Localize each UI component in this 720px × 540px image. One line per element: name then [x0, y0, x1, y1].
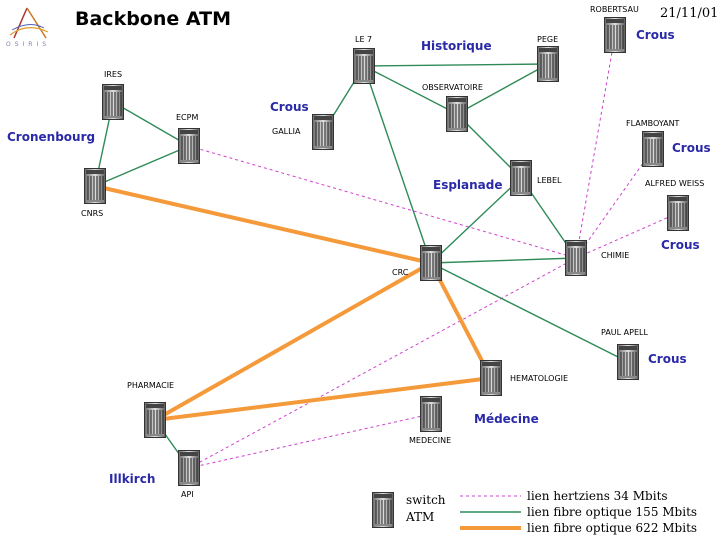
label-api: API — [181, 490, 194, 499]
legend-fibre155-label: lien fibre optique 155 Mbits — [527, 505, 698, 519]
link-le7-pege — [363, 63, 549, 67]
link-crc-pharmacie — [154, 261, 432, 422]
legend-switch-icon — [372, 492, 394, 528]
link-pharmacie-hematologie — [154, 376, 492, 422]
label-ires: IRES — [104, 70, 123, 79]
switch-cnrs-icon — [84, 168, 106, 204]
zone-crous-paul: Crous — [648, 352, 687, 366]
label-pege: PEGE — [537, 35, 559, 44]
switch-le7-icon — [353, 48, 375, 84]
switch-medecine-icon — [420, 396, 442, 432]
link-robertsau-chimie — [575, 34, 616, 259]
label-crc: CRC — [392, 268, 409, 277]
link-alfred-weiss-chimie — [575, 212, 679, 259]
link-ires-ecpm — [112, 101, 190, 147]
link-lebel-crc — [430, 177, 522, 264]
label-cnrs: CNRS — [81, 209, 104, 218]
link-crc-paul-apell — [430, 262, 629, 363]
link-crc-chimie — [430, 257, 577, 264]
zone-crous-alfred: Crous — [661, 238, 700, 252]
switch-gallia-icon — [312, 114, 334, 150]
zone-illkirch: Illkirch — [109, 472, 156, 486]
label-medecine: MEDECINE — [409, 436, 452, 445]
label-le7: LE 7 — [355, 35, 373, 44]
switch-robertsau-icon — [604, 17, 626, 53]
zone-crous-robertsau: Crous — [636, 28, 675, 42]
label-pharmacie: PHARMACIE — [127, 381, 175, 390]
zone-medecine: Médecine — [474, 412, 539, 426]
legend-switch-label-1: switch — [406, 493, 446, 507]
label-observatoire: OBSERVATOIRE — [422, 83, 483, 92]
label-gallia: GALLIA — [272, 127, 301, 136]
switch-hematologie-icon — [480, 360, 502, 396]
zone-crous-gallia: Crous — [270, 100, 309, 114]
link-cnrs-ecpm — [94, 145, 190, 187]
switch-ires-icon — [102, 84, 124, 120]
switch-api-icon — [178, 450, 200, 486]
switch-flamboyant-icon — [642, 131, 664, 167]
links-layer — [94, 34, 679, 469]
link-observatoire-pege — [456, 63, 549, 115]
link-api-chimie — [188, 257, 577, 469]
legend-switch-label-2: ATM — [406, 510, 435, 524]
switch-lebel-icon — [510, 160, 532, 196]
label-alfred-weiss: ALFRED WEISS — [645, 179, 705, 188]
label-lebel: LEBEL — [537, 176, 562, 185]
logo-text: OSIRIS — [6, 41, 51, 48]
link-le7-observatoire — [363, 65, 458, 115]
switch-observatoire-icon — [446, 96, 468, 132]
label-flamboyant: FLAMBOYANT — [626, 119, 680, 128]
label-hematologie: HEMATOLOGIE — [510, 374, 569, 383]
switch-chimie-icon — [565, 240, 587, 276]
link-cnrs-crc — [94, 184, 432, 265]
label-paul-apell: PAUL APELL — [601, 328, 648, 337]
link-ecpm-chimie — [188, 145, 577, 259]
legend-fibre622-label: lien fibre optique 622 Mbits — [527, 521, 698, 535]
label-robertsau: ROBERTSAU — [590, 5, 639, 14]
link-le7-crc — [363, 65, 432, 264]
zone-cronenbourg: Cronenbourg — [7, 130, 96, 144]
link-api-medecine — [188, 413, 432, 469]
link-flamboyant-chimie — [575, 148, 654, 259]
osiris-logo — [9, 7, 49, 39]
zone-historique: Historique — [421, 39, 492, 53]
label-ecpm: ECPM — [176, 113, 199, 122]
legend — [372, 492, 521, 530]
zone-crous-flamboyant: Crous — [672, 141, 711, 155]
date-label: 21/11/01 — [660, 6, 719, 21]
switch-ecpm-icon — [178, 128, 200, 164]
switch-pharmacie-icon — [144, 402, 166, 438]
page-title: Backbone ATM — [75, 8, 231, 30]
link-crc-hematologie — [429, 262, 493, 379]
zone-esplanade: Esplanade — [433, 178, 503, 192]
switch-alfred-weiss-icon — [667, 195, 689, 231]
switch-pege-icon — [537, 46, 559, 82]
switch-crc-icon — [420, 245, 442, 281]
legend-hertzien-label: lien hertziens 34 Mbits — [527, 489, 668, 503]
switch-paul-apell-icon — [617, 344, 639, 380]
label-chimie: CHIMIE — [601, 251, 630, 260]
